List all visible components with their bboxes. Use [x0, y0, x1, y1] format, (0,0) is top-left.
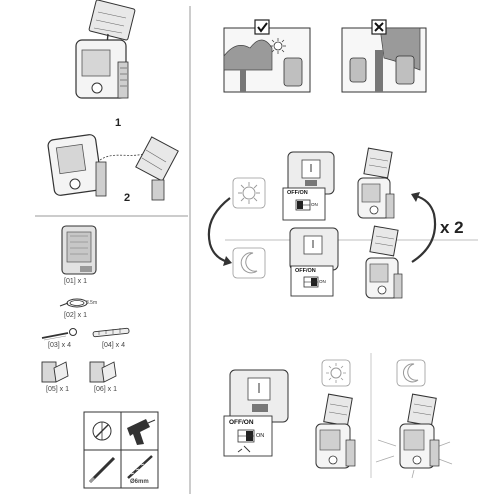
step1-light-assembly: [75, 0, 136, 99]
mounted-light: [283, 57, 303, 87]
part-02-cable: [59, 298, 88, 308]
bottom-switch-box: [223, 415, 273, 457]
screwdriver-icon: [92, 421, 112, 441]
remote-solar-panel: [135, 136, 179, 182]
part-05-bracket: [41, 361, 69, 383]
day-light-back: [287, 151, 335, 195]
led-panel: [81, 49, 111, 77]
part-01-light: [61, 225, 97, 275]
night-light-back: [289, 227, 339, 271]
placement-ok-scene: [223, 27, 311, 93]
part-02-label: [02] x 1: [64, 312, 87, 319]
cycle-arrow-left: [207, 197, 232, 266]
pir-sensor: [91, 82, 103, 94]
part-04-label: [04] x 4: [102, 342, 125, 349]
bottom-sun-badge: [321, 359, 351, 387]
tree-shadow: [223, 39, 273, 71]
sun-icon: [270, 38, 286, 54]
bottom-light-night: [375, 393, 453, 479]
bottom-switch-on: ON: [256, 433, 265, 439]
part-06-label: [06] x 1: [94, 386, 117, 393]
cross-icon: [371, 19, 387, 35]
bottom-light-day: [315, 393, 356, 469]
part-03-label: [03] x 4: [48, 342, 71, 349]
part-03-screws: [41, 328, 77, 341]
day-light-front: [357, 147, 395, 219]
step-1-label: 1: [115, 117, 122, 129]
solar-panel: [88, 0, 136, 41]
step2-light-assembly: [47, 134, 179, 201]
night-moon-badge: [232, 247, 266, 279]
drill-size-label: Ø6mm: [130, 479, 149, 485]
checkmark-icon: [254, 19, 270, 35]
panel-bracket: [151, 179, 165, 201]
cable-length-tag: 3.5m: [86, 300, 98, 306]
day-switch-on: ON: [311, 202, 318, 207]
multiplier-label: x 2: [440, 218, 464, 237]
day-switch-off-on: OFF/ON: [287, 190, 308, 196]
part-06-bracket: [89, 361, 117, 383]
step-2-label: 2: [124, 192, 131, 204]
bottom-switch-off-on: OFF/ON: [229, 419, 254, 426]
night-switch-box: [290, 265, 334, 297]
day-switch-box: [282, 187, 326, 221]
placement-bad-scene: [341, 27, 427, 93]
night-light-front: [365, 225, 403, 299]
cycle-arrow-right: [411, 192, 437, 263]
part-05-label: [05] x 1: [46, 386, 69, 393]
bottom-light-back: [229, 369, 289, 423]
night-switch-off-on: OFF/ON: [295, 268, 316, 274]
day-sun-badge: [232, 177, 266, 209]
bottom-moon-badge: [396, 359, 426, 387]
drill-bit-icon: [127, 455, 153, 479]
pencil-icon: [88, 456, 116, 484]
drill-icon: [127, 419, 156, 445]
night-switch-on: ON: [319, 279, 326, 284]
part-04-anchors: [92, 327, 130, 338]
light-rays: [375, 439, 453, 479]
part-01-label: [01] x 1: [64, 278, 87, 285]
